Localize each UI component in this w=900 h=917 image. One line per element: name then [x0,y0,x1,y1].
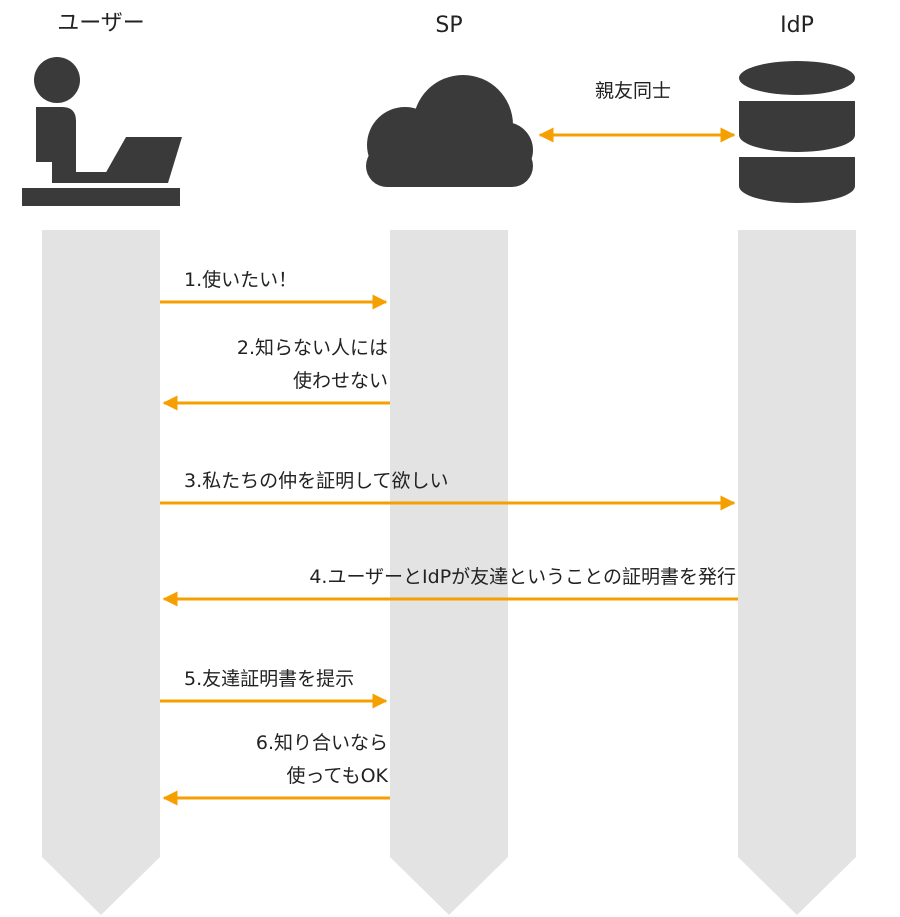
message-label-5: 5.友達証明書を提示 [184,668,354,690]
database-icon [739,61,855,203]
cloud-icon [366,75,533,187]
sp-lifeline [390,230,508,915]
user-lifeline [42,230,160,915]
relationship-label: 親友同士 [595,80,671,102]
idp-actor-label: IdP [780,13,814,38]
idp-lifeline [738,230,856,915]
message-label-3: 3.私たちの仲を証明して欲しい [184,470,449,492]
user-actor-label: ユーザー [57,11,145,36]
message-label-2-line-1: 2.知らない人には [237,337,388,359]
message-label-4: 4.ユーザーとIdPが友達ということの証明書を発行 [309,566,736,588]
sp-actor-label: SP [435,13,462,38]
message-label-2-line-2: 使わせない [293,370,388,392]
message-label-6-line-2: 使ってもOK [286,765,388,787]
message-label-6-line-1: 6.知り合いなら [256,732,388,754]
user-at-laptop-icon [22,57,182,206]
message-label-1: 1.使いたい！ [184,269,297,291]
